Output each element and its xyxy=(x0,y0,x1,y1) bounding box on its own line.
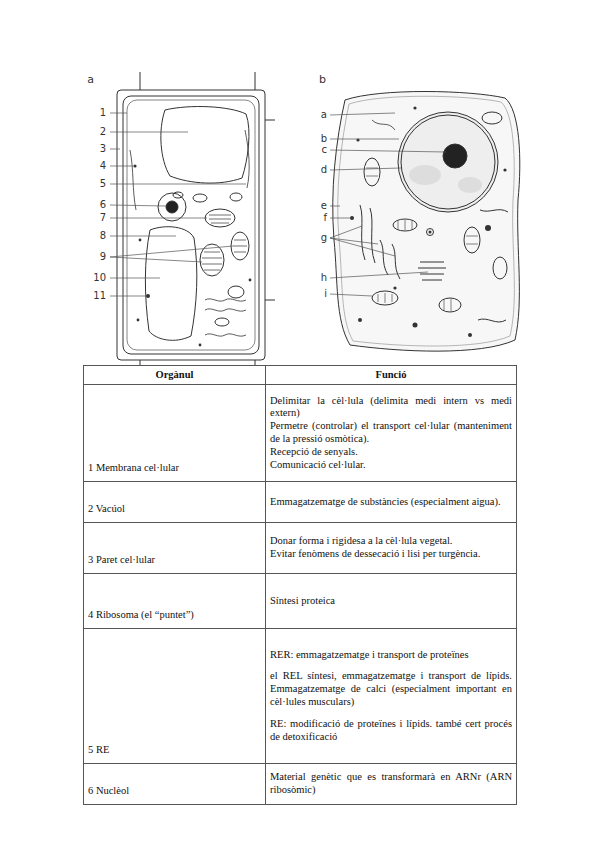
table-cell: Emmagatzematge de substàncies (especialm… xyxy=(266,482,517,523)
table-cell: 6 Nuclèol xyxy=(84,764,266,805)
callout-number: a xyxy=(321,109,327,121)
callout-number: e xyxy=(321,200,327,212)
table-cell: Material genètic que es transformarà en … xyxy=(266,764,517,805)
table-cell: Donar forma i rigidesa a la cèl·lula veg… xyxy=(266,523,517,574)
column-header: Orgànul xyxy=(88,369,261,382)
callout-number: b xyxy=(321,133,327,145)
table-cell: 5 RE xyxy=(84,629,266,764)
table-cell: Funció xyxy=(266,366,517,385)
table-cell: Delimitar la cèl·lula (delimita medi int… xyxy=(266,385,517,482)
callout-number: 9 xyxy=(100,251,106,263)
organelle-name: 6 Nuclèol xyxy=(88,785,261,798)
function-text: Permetre (controlar) el transport cel·lu… xyxy=(270,420,512,446)
function-text: RE: modificació de proteïnes i lípids. t… xyxy=(270,718,512,744)
function-text: Comunicació cel·lular. xyxy=(270,459,512,472)
callout-number: h xyxy=(321,272,327,284)
organelle-name: 3 Paret cel·lular xyxy=(88,554,261,567)
callout-number: 5 xyxy=(100,178,106,190)
function-text: RER: emmagatzematge i transport de prote… xyxy=(270,649,512,662)
function-text: Delimitar la cèl·lula (delimita medi int… xyxy=(270,395,512,421)
table-cell: 4 Ribosoma (el “puntet”) xyxy=(84,574,266,629)
organelle-name: 4 Ribosoma (el “puntet”) xyxy=(88,609,261,622)
callout-number: 4 xyxy=(100,160,106,172)
organelle-name: 2 Vacúol xyxy=(88,503,261,516)
column-header: Funció xyxy=(270,369,512,382)
callout-number: 7 xyxy=(100,212,106,224)
callout-number: 2 xyxy=(100,126,106,138)
table-cell: 1 Membrana cel·lular xyxy=(84,385,266,482)
function-table: Orgànul Funció 1 Membrana cel·lular Delimit… xyxy=(83,365,517,805)
callout-number: 3 xyxy=(100,143,106,155)
organelle-name: 1 Membrana cel·lular xyxy=(88,462,261,475)
callout-number: 1 xyxy=(100,107,106,119)
leader-lines xyxy=(110,113,246,296)
callout-number: 11 xyxy=(93,290,106,302)
callout-number: 10 xyxy=(93,272,106,284)
figure-letter: a xyxy=(87,74,94,86)
function-text: Emmagatzematge de substàncies (especialm… xyxy=(270,496,512,509)
function-text: el REL síntesi, emmagatzematge i transpo… xyxy=(270,670,512,708)
callout-number: 8 xyxy=(100,230,106,242)
plant-cell xyxy=(117,72,275,365)
table-cell: Síntesi proteica xyxy=(266,574,517,629)
callout-number: g xyxy=(321,232,327,244)
table-cell: Orgànul xyxy=(84,366,266,385)
organelle-name: 5 RE xyxy=(88,744,261,757)
figure-letter: b xyxy=(319,74,326,86)
function-text: Evitar fenòmens de dessecació i lisi per… xyxy=(270,548,512,561)
callout-number: c xyxy=(322,144,328,156)
leader-lines xyxy=(330,113,446,296)
function-text: Material genètic que es transformarà en … xyxy=(270,771,512,797)
function-text: Síntesi proteica xyxy=(270,595,512,608)
callout-number: d xyxy=(321,164,327,176)
function-text: Recepció de senyals. xyxy=(270,446,512,459)
callout-number: i xyxy=(324,288,327,300)
callout-number: f xyxy=(323,212,327,224)
table-cell: 3 Paret cel·lular xyxy=(84,523,266,574)
animal-cell xyxy=(333,92,520,352)
function-text: Donar forma i rigidesa a la cèl·lula veg… xyxy=(270,535,512,548)
callout-number: 6 xyxy=(100,199,106,211)
table-cell: RER: emmagatzematge i transport de prote… xyxy=(266,629,517,764)
table-cell: 2 Vacúol xyxy=(84,482,266,523)
